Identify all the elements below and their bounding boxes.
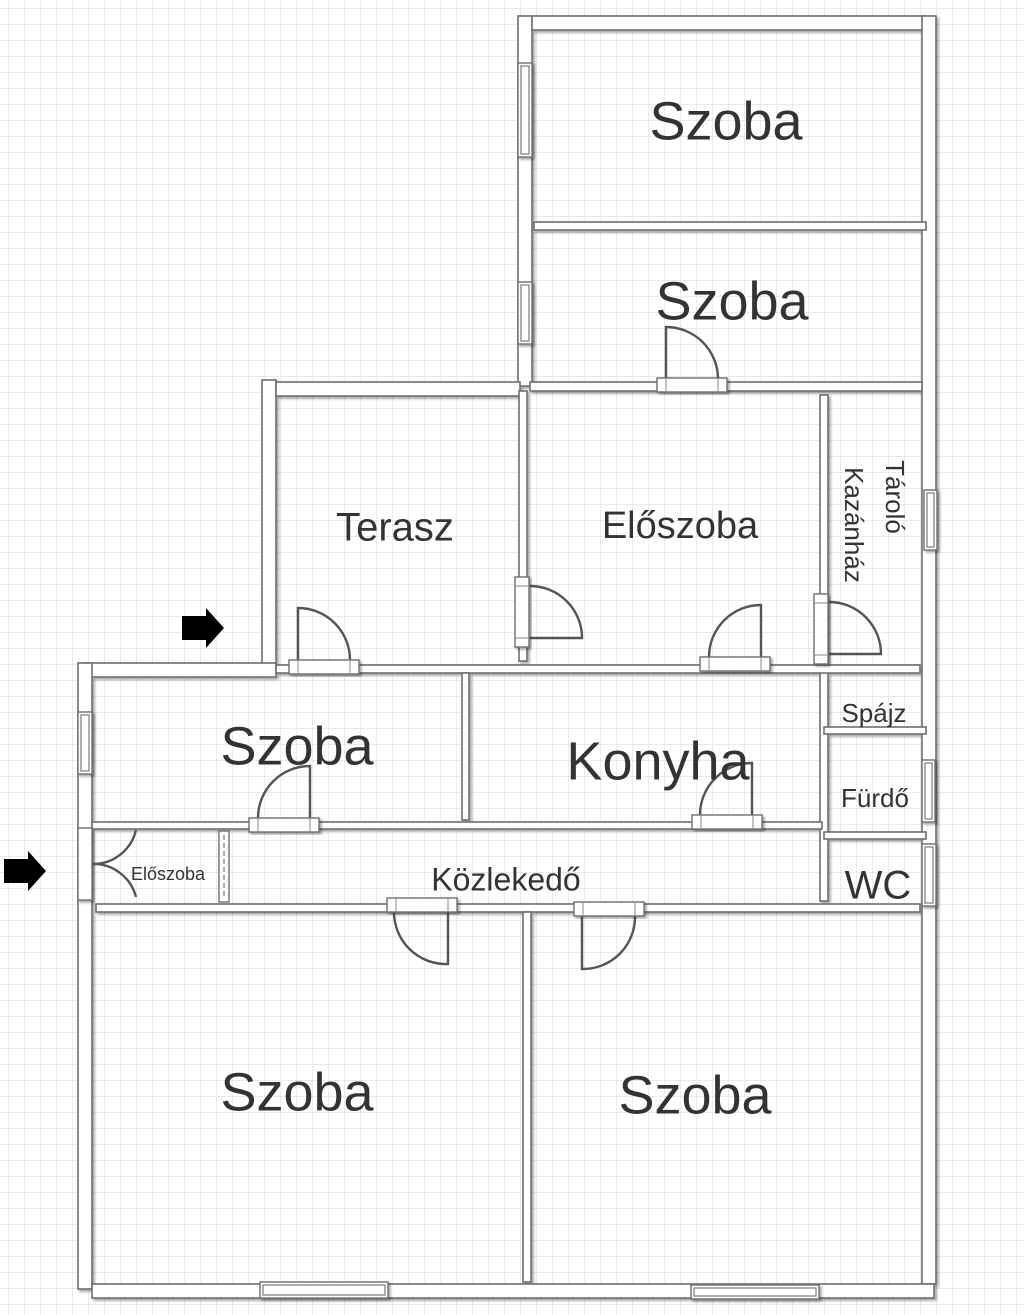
door-swing-arc (296, 606, 352, 661)
door-swing-arc (256, 764, 312, 819)
wall (91, 821, 823, 830)
room-label-eloszoba-small: Előszoba (131, 864, 206, 884)
window (921, 759, 936, 823)
room-label-wc: WC (845, 864, 912, 908)
wall (533, 221, 927, 231)
door-swing-arc (529, 584, 584, 640)
wall (275, 381, 521, 397)
wall (275, 664, 921, 674)
room-label-terasz: Terasz (336, 506, 454, 550)
wall (461, 672, 470, 821)
door (656, 325, 728, 393)
window (690, 1284, 820, 1300)
door (691, 761, 763, 830)
window (517, 62, 533, 158)
entrance-arrows-layer (4, 608, 224, 891)
door (573, 901, 645, 971)
door (248, 764, 320, 833)
door (386, 897, 458, 966)
wall (77, 662, 93, 1290)
room-label-szoba-second: Szoba (655, 271, 809, 331)
room-label-eloszoba-main: Előszoba (602, 505, 759, 547)
wall (85, 662, 277, 678)
wall (95, 903, 921, 913)
window (923, 489, 938, 551)
entrance-arrow-icon (182, 608, 224, 648)
door (813, 593, 883, 665)
door-swing-arc (580, 915, 637, 971)
window (259, 1281, 389, 1299)
room-label-kazanhaz: Kazánház (839, 467, 869, 583)
door-swing-arc (392, 911, 450, 966)
windows-layer (77, 62, 938, 1300)
wall (261, 379, 277, 665)
door (514, 576, 584, 648)
wall (531, 15, 927, 31)
door-swing-arc (698, 761, 754, 816)
door (288, 606, 360, 675)
window (77, 711, 93, 775)
room-label-kozlekedo: Közlekedő (431, 861, 580, 897)
room-label-szoba-top: Szoba (649, 91, 803, 151)
room-label-szoba-bottom-left: Szoba (220, 1062, 374, 1122)
wall (518, 390, 528, 662)
door (699, 603, 771, 672)
door-swing-arc (707, 603, 763, 658)
room-label-szoba-bottom-right: Szoba (618, 1065, 772, 1125)
room-label-tarolo: Tároló (880, 460, 910, 534)
entrance-arrow-icon (4, 851, 46, 891)
window (921, 843, 937, 907)
doors-layer (77, 325, 883, 971)
room-label-konyha: Konyha (566, 731, 750, 791)
window (517, 281, 533, 345)
wall (921, 15, 937, 1285)
sliding-door (218, 830, 230, 903)
double-door (77, 827, 138, 901)
room-label-furdo: Fürdő (841, 783, 909, 813)
room-label-szoba-left: Szoba (220, 716, 374, 776)
door-swing-arc (828, 600, 883, 656)
wall (823, 831, 927, 840)
door-swing-arc (664, 325, 720, 379)
wall (522, 911, 532, 1283)
room-label-spajz: Spájz (841, 698, 906, 728)
wall (823, 726, 927, 735)
